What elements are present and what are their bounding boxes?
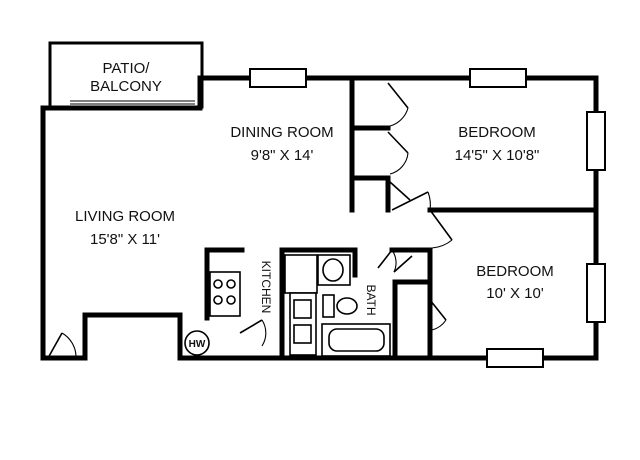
bedroom2-name: BEDROOM [476, 263, 554, 280]
kitchen-fixtures [209, 254, 318, 356]
dining-room-size: 9'8" X 14' [251, 147, 314, 164]
kitchen-sink-basin [293, 299, 312, 319]
water-heater: HW [184, 330, 210, 356]
living-room-name: LIVING ROOM [75, 208, 175, 225]
water-heater-label: HW [189, 339, 206, 350]
toilet-tank [322, 294, 335, 318]
window-bedroom2-side [586, 263, 606, 323]
burner-icon [226, 295, 236, 305]
window-bedroom1-top [469, 68, 527, 88]
bedroom1-size: 14'5" X 10'8" [455, 147, 540, 164]
burner-icon [213, 279, 223, 289]
toilet-bowl [336, 297, 358, 315]
interior-walls [204, 75, 599, 361]
kitchen-sink-basin [293, 324, 312, 344]
windows [249, 68, 606, 368]
bedroom2-size: 10' X 10' [486, 285, 544, 302]
burner-icon [226, 279, 236, 289]
living-room-size: 15'8" X 11' [90, 231, 160, 248]
window-bedroom1-side [586, 111, 606, 171]
window-dining [249, 68, 307, 88]
bath-fixtures [317, 254, 391, 357]
bedroom1-name: BEDROOM [458, 124, 536, 141]
bath-label: BATH [364, 284, 378, 315]
doors [47, 82, 453, 359]
refrigerator [284, 254, 318, 294]
dining-room-name: DINING ROOM [230, 124, 333, 141]
burner-icon [213, 295, 223, 305]
kitchen-label: KITCHEN [259, 261, 273, 314]
lavatory-sink [322, 258, 344, 282]
exterior-walls [40, 75, 599, 361]
patio-label-line2: BALCONY [90, 78, 162, 95]
bathtub-inner [328, 328, 385, 352]
window-bedroom2-bottom [486, 348, 544, 368]
stove [209, 271, 241, 317]
patio-label-line1: PATIO/ [103, 60, 151, 77]
room-labels: PATIO/ BALCONY DINING ROOM 9'8" X 14' LI… [75, 60, 554, 316]
